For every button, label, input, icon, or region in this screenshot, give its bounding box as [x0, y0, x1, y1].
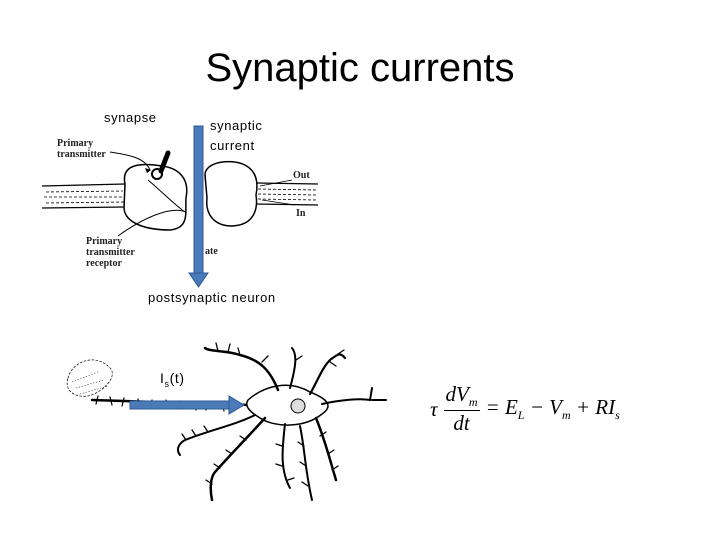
synaptic-current-label: synaptic current — [210, 116, 263, 156]
primary-receptor-line1: Primary — [86, 236, 123, 247]
synapse-label: synapse — [104, 110, 157, 125]
postsynaptic-axon — [255, 182, 319, 206]
input-current-arrow — [129, 395, 245, 415]
equation-numerator: dVm — [443, 382, 480, 412]
primary-transmitter-label: Primary transmitter — [57, 138, 127, 160]
out-label: Out — [293, 170, 310, 181]
synaptic-current-line2: current — [210, 138, 255, 153]
equation-rhs-2: − V — [524, 395, 562, 419]
primary-transmitter-line2: transmitter — [57, 149, 106, 160]
equation-num-d: dV — [445, 382, 469, 406]
synaptic-current-line1: synaptic — [210, 118, 263, 133]
postsynaptic-terminal — [204, 160, 258, 227]
equation-denominator: dt — [453, 411, 470, 436]
equation-tau: τ — [430, 396, 438, 421]
fragment-label: ate — [205, 246, 218, 257]
input-current-suffix: (t) — [169, 370, 185, 386]
equation-rhs-2-sub: m — [561, 408, 571, 423]
equation-rhs-3-sub: s — [615, 408, 620, 423]
in-label: In — [296, 208, 306, 219]
slide-title: Synaptic currents — [205, 46, 515, 90]
equation-rhs: = EL − Vm + RIs — [486, 395, 620, 423]
synaptic-current-arrow — [188, 125, 209, 288]
postsynaptic-neuron-label: postsynaptic neuron — [148, 290, 276, 305]
input-current-symbol: I — [160, 370, 165, 386]
primary-receptor-label: Primary transmitter receptor — [86, 236, 166, 269]
primary-receptor-line3: receptor — [86, 258, 122, 269]
equation-rhs-3: + RI — [570, 395, 616, 419]
equation-fraction: dVm dt — [443, 382, 480, 436]
input-current-label: Is(t) — [160, 370, 185, 392]
equation-rhs-1: = E — [485, 395, 518, 419]
input-current-subscript: s — [164, 378, 170, 389]
postsynaptic-neuron-drawing — [66, 342, 387, 502]
equation-rhs-1-sub: L — [517, 408, 525, 423]
equation-num-sub: m — [468, 395, 478, 410]
primary-receptor-line2: transmitter — [86, 247, 135, 258]
presynaptic-axon — [41, 183, 126, 209]
primary-transmitter-line1: Primary — [57, 138, 94, 149]
membrane-equation: τ dVm dt = EL − Vm + RIs — [430, 382, 620, 436]
